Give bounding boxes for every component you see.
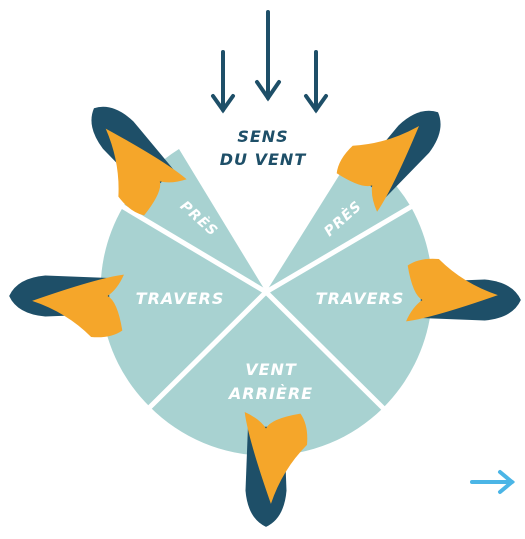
wind-label-line-2: DU VENT <box>220 150 307 169</box>
sector-dividers <box>118 202 416 412</box>
boat-travers-right-icon <box>406 258 521 322</box>
right-arrow-icon[interactable] <box>470 470 516 494</box>
label-vent-arriere-line-1: VENT <box>245 360 297 379</box>
label-travers-right: TRAVERS <box>316 289 405 308</box>
sector-travers-left <box>100 207 267 407</box>
boat-travers-left-icon <box>9 274 124 338</box>
wind-arrows-icon <box>211 10 328 114</box>
label-vent-arriere-line-2: ARRIÈRE <box>227 384 313 403</box>
wind-label-line-1: SENS <box>237 127 288 146</box>
sector-vent-arriere <box>150 292 383 456</box>
sector-travers-right <box>266 207 433 408</box>
boat-vent-arriere-icon <box>244 412 308 527</box>
label-travers-left: TRAVERS <box>136 289 225 308</box>
